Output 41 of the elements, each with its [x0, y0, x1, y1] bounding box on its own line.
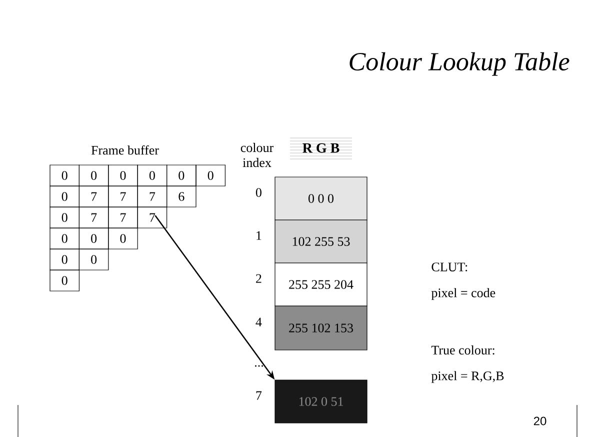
index-number: 1: [256, 231, 262, 240]
pixel-cell: 6: [166, 186, 196, 208]
pixel-cell: 0: [50, 186, 80, 208]
frame-buffer-label: Frame buffer: [91, 145, 159, 155]
index-number: 0: [256, 188, 262, 197]
pixel-cell: 0: [50, 206, 80, 228]
page-number: 20: [534, 416, 546, 426]
colour-entry: 255 255 204: [274, 262, 368, 306]
ellipsis: ...: [255, 365, 264, 367]
pixel-cell: 0: [196, 164, 226, 186]
pixel-cell: 0: [50, 228, 80, 250]
rgb-heading: R G B: [290, 138, 352, 160]
note: True colour:: [431, 345, 494, 355]
index-number: 2: [256, 274, 262, 283]
pixel-cell: 7: [137, 186, 168, 208]
pixel-cell: 0: [50, 164, 80, 186]
pixel-cell: 0: [78, 248, 109, 270]
note: pixel = R,G,B: [431, 371, 504, 383]
index-number: 7: [256, 391, 262, 400]
pixel-cell: 0: [50, 248, 80, 270]
pixel-cell: 0: [166, 164, 196, 186]
colour-entry: 102 0 51: [274, 380, 368, 424]
pixel-cell: 7: [137, 206, 168, 228]
pixel-cell: 0: [50, 270, 80, 292]
pixel-cell: 0: [78, 228, 109, 250]
pixel-cell: 7: [78, 186, 109, 208]
note: CLUT:: [432, 262, 468, 272]
pixel-cell: 0: [108, 164, 138, 186]
pixel-cell: 7: [108, 206, 138, 228]
slide-title: Colour Lookup Table: [350, 52, 570, 76]
pixel-cell: 7: [108, 186, 138, 208]
pixel-cell: 0: [137, 164, 168, 186]
pixel-cell: 0: [108, 228, 138, 250]
index-number: 4: [256, 318, 262, 326]
colour-entry: 102 255 53: [274, 220, 368, 264]
pixel-cell: 0: [78, 164, 109, 186]
colour-entry: 255 102 153: [274, 306, 368, 350]
note: pixel = code: [431, 288, 496, 300]
colour-entry: 0 0 0: [274, 176, 368, 220]
pixel-cell: 7: [78, 206, 109, 228]
column-heading: colour index: [240, 142, 274, 168]
